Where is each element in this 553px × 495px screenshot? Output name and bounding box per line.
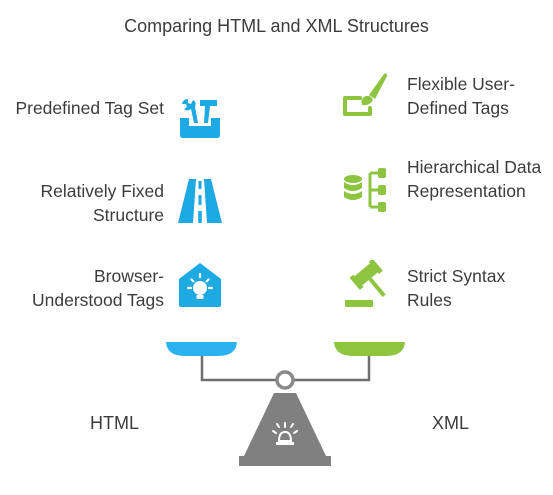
gavel-icon — [340, 260, 390, 310]
html-side-label: HTML — [90, 413, 139, 433]
road-icon — [175, 176, 225, 226]
house-lightbulb-icon — [175, 260, 225, 310]
diagram-title: Comparing HTML and XML Structures — [124, 16, 429, 36]
html-feature-label-3: Browser-Understood Tags — [32, 266, 164, 310]
xml-feature-label-1: Flexible User-Defined Tags — [407, 74, 515, 118]
tools-icon — [175, 93, 225, 143]
alarm-light-icon — [272, 422, 298, 445]
xml-feature-label-2: Hierarchical Data Representation — [407, 157, 542, 201]
html-pan — [166, 342, 237, 356]
database-hierarchy-icon — [340, 165, 390, 215]
html-feature-label-1: Predefined Tag Set — [15, 98, 164, 118]
xml-feature-label-3: Strict Syntax Rules — [407, 266, 506, 310]
paintbrush-icon — [340, 68, 390, 118]
xml-pan — [334, 342, 405, 356]
html-feature-label-2: Relatively Fixed Structure — [40, 181, 164, 225]
xml-side-label: XML — [432, 413, 470, 433]
scale-pivot — [275, 370, 295, 390]
